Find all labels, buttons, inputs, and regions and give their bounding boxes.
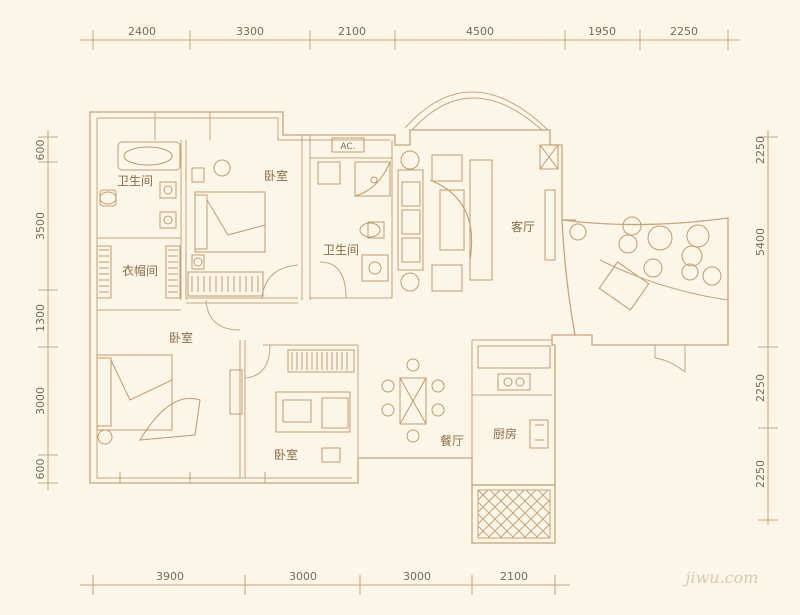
dim-bottom-3: 3000: [403, 570, 431, 583]
dim-left-4: 3000: [34, 387, 47, 415]
dim-right-3: 2250: [754, 374, 767, 402]
watermark: jiwu.com: [683, 568, 759, 587]
room-label-dining: 餐厅: [440, 433, 464, 448]
dim-left-1: 600: [34, 140, 47, 161]
ac-label: AC.: [340, 142, 355, 152]
walls: [89, 91, 576, 486]
left-dimension-line: 600 3500 1300 3000 600: [34, 130, 58, 490]
dim-right-1: 2250: [754, 136, 767, 164]
dim-top-1: 2400: [128, 25, 156, 38]
top-dimension-line: 2400 3300 2100 4500 1950 2250: [80, 25, 740, 50]
room-label-bedroom-3: 卧室: [274, 447, 298, 462]
room-label-closet: 衣帽间: [122, 263, 158, 278]
dim-top-2: 3300: [236, 25, 264, 38]
dim-top-3: 2100: [338, 25, 366, 38]
dim-left-2: 3500: [34, 212, 47, 240]
dim-right-4: 2250: [754, 460, 767, 488]
room-label-living-room: 客厅: [511, 219, 535, 234]
bottom-dimension-line: 3900 3000 3000 2100: [80, 570, 570, 595]
room-label-bedroom-2: 卧室: [169, 330, 193, 345]
dim-left-3: 1300: [34, 304, 47, 332]
dim-right-2: 5400: [754, 228, 767, 256]
dim-bottom-1: 3900: [156, 570, 184, 583]
dim-left-5: 600: [34, 459, 47, 480]
dim-bottom-4: 2100: [500, 570, 528, 583]
room-label-bathroom-1: 卫生间: [117, 174, 153, 188]
furniture: [96, 137, 722, 463]
service-balcony: [471, 484, 556, 544]
right-dimension-line: 2250 5400 2250 2250: [754, 130, 778, 525]
dim-top-6: 2250: [670, 25, 698, 38]
room-label-kitchen: 厨房: [493, 426, 517, 441]
dim-top-5: 1950: [588, 25, 616, 38]
dim-bottom-2: 3000: [289, 570, 317, 583]
room-labels: 卫生间 卧室 衣帽间 卫生间 客厅 卧室 卧室 餐厅 厨房 AC.: [117, 142, 535, 462]
dim-top-4: 4500: [466, 25, 494, 38]
balcony: [561, 217, 729, 373]
room-label-bathroom-2: 卫生间: [323, 243, 359, 257]
room-label-bedroom-1: 卧室: [264, 168, 288, 183]
